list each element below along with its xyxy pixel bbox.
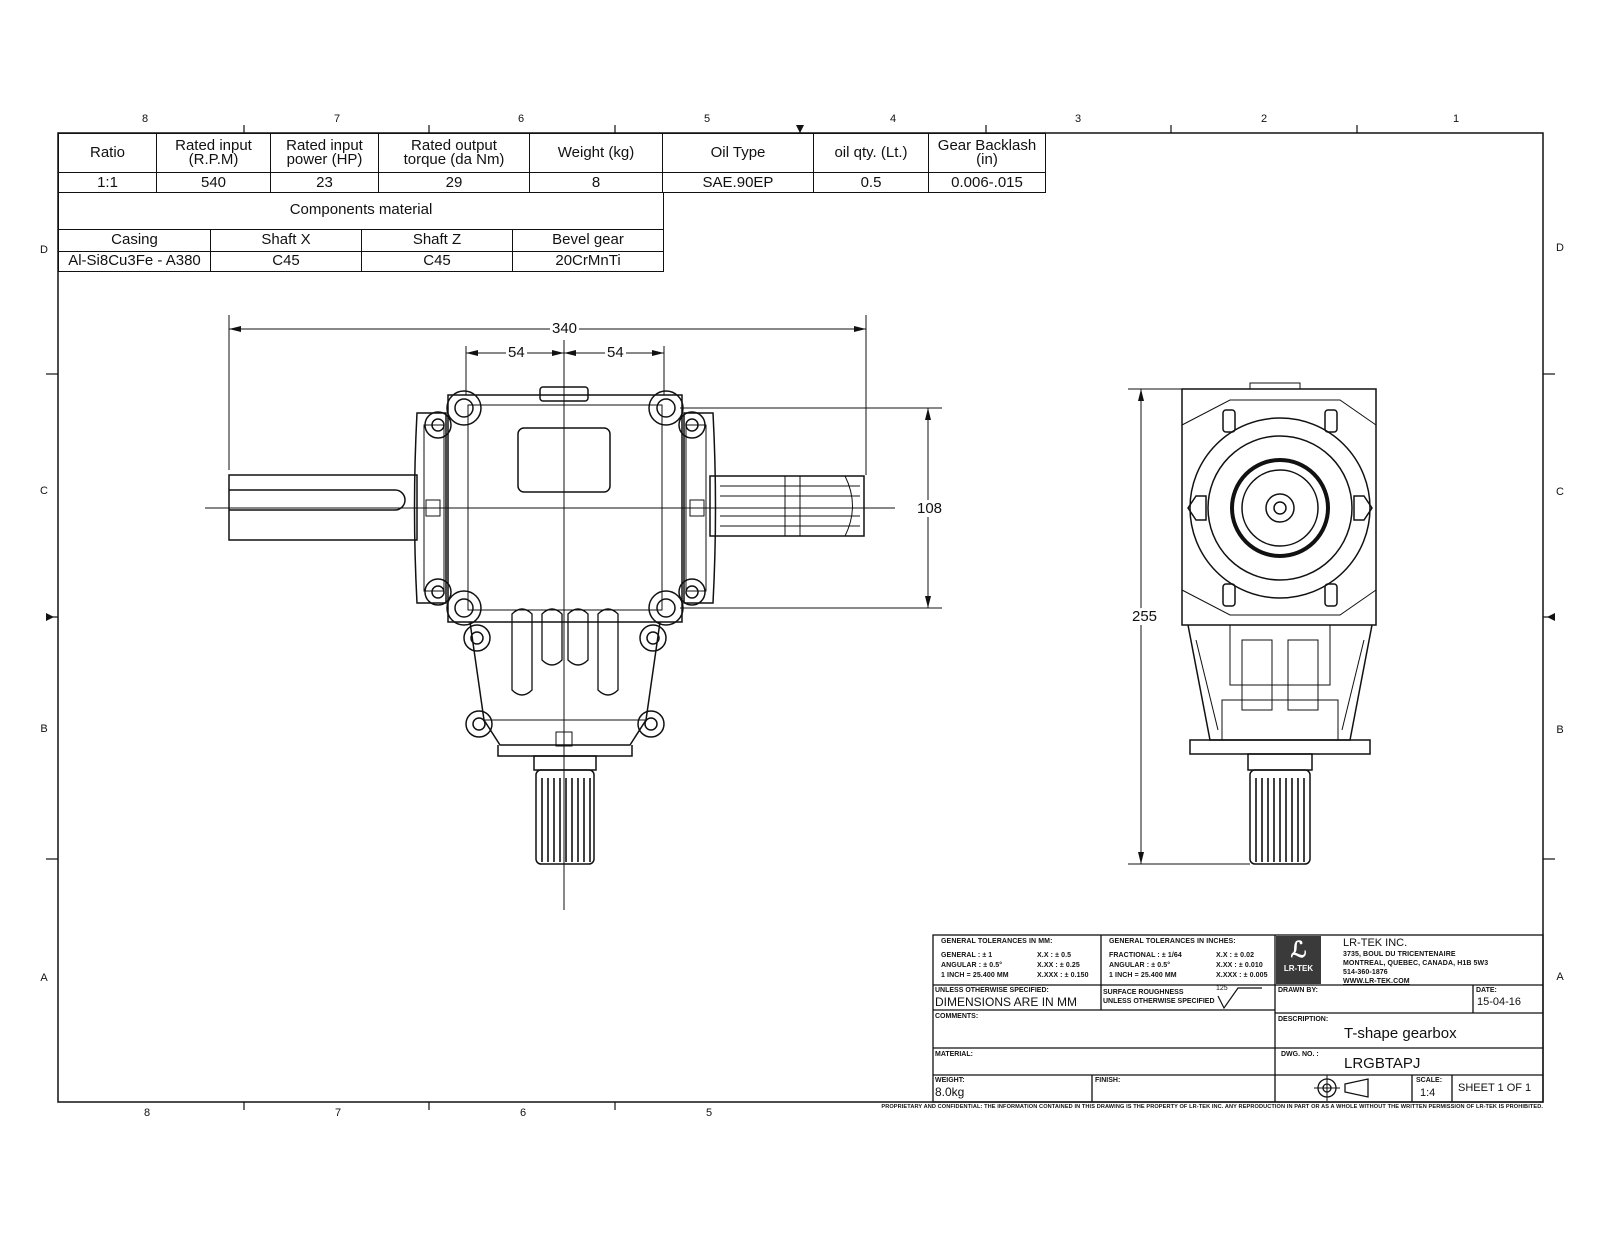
spec-value: 0.006-.015 [928,172,1046,193]
date-label: DATE: [1476,987,1497,994]
spec-value: SAE.90EP [662,172,814,193]
drawn-by-label: DRAWN BY: [1278,987,1318,994]
zone-label: A [40,972,48,984]
spec-header: Gear Backlash(in) [928,133,1046,173]
zone-label: 5 [705,1107,713,1119]
zone-label: 2 [1260,113,1268,125]
unless-label: UNLESS OTHERWISE SPECIFIED: [935,987,1049,994]
spec-value: 0.5 [813,172,929,193]
weight-value: 8.0kg [935,1085,965,1099]
spec-header: oil qty. (Lt.) [813,133,929,173]
spec-header: Weight (kg) [529,133,663,173]
spec-header: Ratio [58,133,157,173]
materials-header: Shaft Z [361,228,513,252]
zone-label: 8 [143,1107,151,1119]
zone-label: D [40,244,48,256]
zone-label: 5 [703,113,711,125]
zone-label: 7 [333,113,341,125]
company-address-line: 3735, BOUL DU TRICENTENAIRE [1343,951,1456,958]
zone-label: C [40,485,48,497]
date-value: 15-04-16 [1477,996,1522,1008]
tol-mm-line: GENERAL : ± 1 [941,952,993,959]
company-website: WWW.LR-TEK.COM [1343,978,1410,985]
materials-title: Components material [57,192,665,230]
tol-mm-line: 1 INCH = 25.400 MM [941,972,1009,979]
tol-mm-line: X.XX : ± 0.25 [1037,962,1080,969]
zone-label: 1 [1452,113,1460,125]
tol-in-line: FRACTIONAL : ± 1/64 [1109,952,1182,959]
footer-note: PROPRIETARY AND CONFIDENTIAL: THE INFORM… [881,1104,1543,1110]
zone-label: 8 [141,113,149,125]
materials-header: Shaft X [210,228,362,252]
tol-mm-line: X.XXX : ± 0.150 [1037,972,1089,979]
weight-label: WEIGHT: [935,1077,965,1084]
tol-in-line: 1 INCH = 25.400 MM [1109,972,1177,979]
finish-label: FINISH: [1095,1077,1121,1084]
surface-label: SURFACE ROUGHNESS [1103,989,1184,996]
materials-value: 20CrMnTi [511,250,665,272]
company-name: LR-TEK INC. [1343,937,1408,949]
dim-overall-height: 255 [1130,608,1160,625]
zone-label: 6 [519,1107,527,1119]
dim-right-offset: 54 [605,344,626,361]
tol-mm-line: ANGULAR : ± 0.5° [941,962,1003,969]
tol-in-title: GENERAL TOLERANCES IN INCHES: [1109,938,1236,945]
spec-header: Rated input(R.P.M) [156,133,271,173]
dimensions-note: DIMENSIONS ARE IN MM [935,995,1078,1009]
dim-overall-width: 340 [550,320,580,337]
tol-in-line: X.XX : ± 0.010 [1216,962,1263,969]
logo-mark-icon: ℒ [1290,937,1307,962]
materials-table: Components material Casing Shaft X Shaft… [57,192,665,272]
zone-label: D [1556,242,1564,254]
roughness-value: 125 [1216,985,1228,992]
spec-header: Oil Type [662,133,814,173]
tol-mm-title: GENERAL TOLERANCES IN MM: [941,938,1053,945]
company-logo: ℒ LR-TEK [1276,936,1321,984]
spec-value: 540 [156,172,271,193]
tol-in-line: ANGULAR : ± 0.5° [1109,962,1171,969]
materials-header: Casing [58,228,211,252]
sheet-value: SHEET 1 OF 1 [1458,1082,1532,1094]
materials-value: Al-Si8Cu3Fe - A380 [58,250,211,272]
zone-label: 6 [517,113,525,125]
zone-label: C [1556,486,1564,498]
description-value: T-shape gearbox [1344,1025,1457,1042]
spec-value-row: 1:1 540 23 29 8 SAE.90EP 0.5 0.006-.015 [58,172,1046,193]
comments-label: COMMENTS: [935,1013,979,1020]
dim-left-offset: 54 [506,344,527,361]
zone-label: B [40,723,48,735]
zone-label: A [1556,971,1564,983]
materials-header: Bevel gear [511,228,665,252]
company-address-line: MONTREAL, QUEBEC, CANADA, H1B 5W3 [1343,960,1489,967]
zone-label: 4 [889,113,897,125]
dwg-no-value: LRGBTAPJ [1344,1055,1421,1072]
description-label: DESCRIPTION: [1278,1016,1329,1023]
dim-shaft-spacing: 108 [915,500,945,517]
surface-label-b: UNLESS OTHERWISE SPECIFIED [1103,998,1215,1005]
tol-mm-line: X.X : ± 0.5 [1037,952,1072,959]
zone-label: 7 [334,1107,342,1119]
dwg-no-label: DWG. NO. : [1281,1051,1319,1058]
zone-label: B [1556,724,1564,736]
tol-in-line: X.XXX : ± 0.005 [1216,972,1268,979]
scale-value: 1:4 [1420,1087,1436,1099]
scale-label: SCALE: [1416,1077,1443,1084]
materials-value: C45 [361,250,513,272]
company-address-line: 514-360-1876 [1343,969,1388,976]
material-label: MATERIAL: [935,1051,973,1058]
zone-label: 3 [1074,113,1082,125]
logo-text: LR-TEK [1283,964,1314,973]
tol-in-line: X.X : ± 0.02 [1216,952,1255,959]
